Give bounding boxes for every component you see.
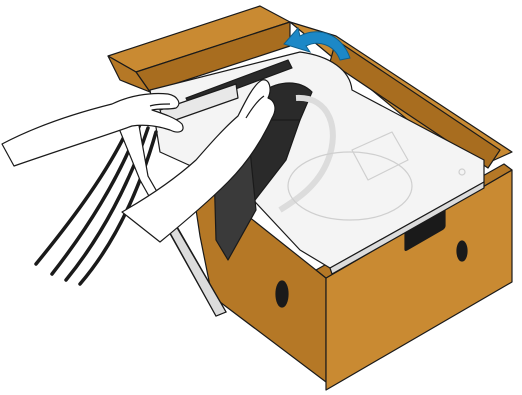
handle-hole-icon [276, 281, 288, 307]
handle-hole-icon [457, 241, 467, 261]
